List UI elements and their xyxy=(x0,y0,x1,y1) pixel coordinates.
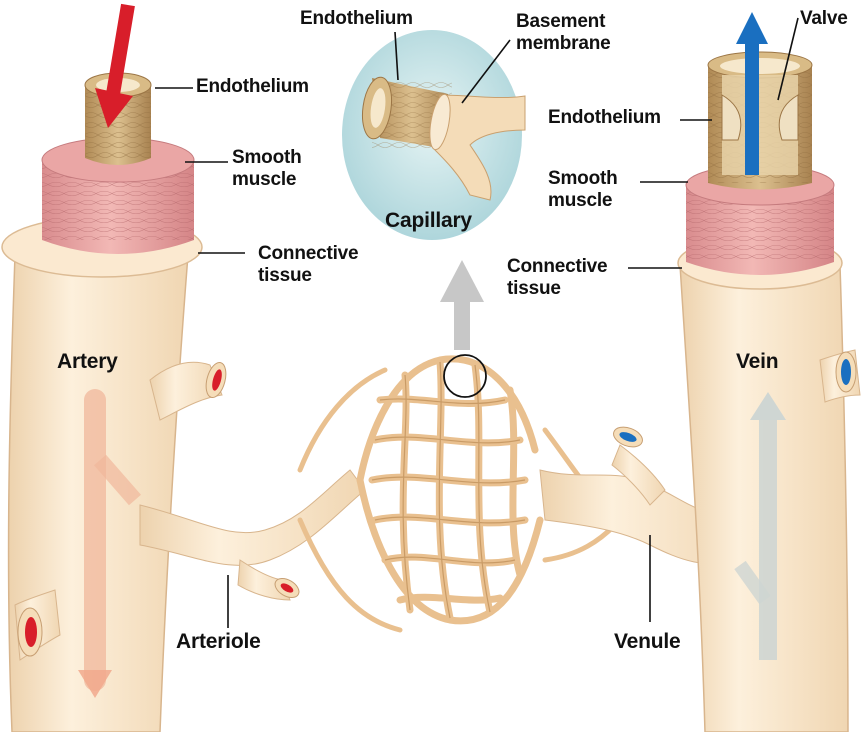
vein-title-label: Vein xyxy=(736,351,778,373)
artery-title-label: Artery xyxy=(57,351,118,373)
venule-label: Venule xyxy=(614,631,681,653)
vein-layers xyxy=(686,12,834,275)
vein-endothelium-label: Endothelium xyxy=(548,107,661,129)
artery-connective-tissue-label: Connective tissue xyxy=(258,243,358,287)
vein-connective-tissue-label: Connective tissue xyxy=(507,256,607,300)
capillary-title-label: Capillary xyxy=(385,210,472,232)
artery-vessel xyxy=(2,217,229,732)
vein-smooth-muscle-label: Smooth muscle xyxy=(548,168,618,212)
artery-endothelium-label: Endothelium xyxy=(196,76,309,98)
artery-smooth-muscle-label: Smooth muscle xyxy=(232,147,302,191)
artery-layers xyxy=(42,5,194,254)
capillary-endothelium-label: Endothelium xyxy=(300,8,413,30)
capillary-basement-membrane-label: Basement membrane xyxy=(516,11,611,55)
vein-vessel xyxy=(678,237,860,732)
vein-valve-label: Valve xyxy=(800,8,848,30)
arteriole-label: Arteriole xyxy=(176,631,261,653)
